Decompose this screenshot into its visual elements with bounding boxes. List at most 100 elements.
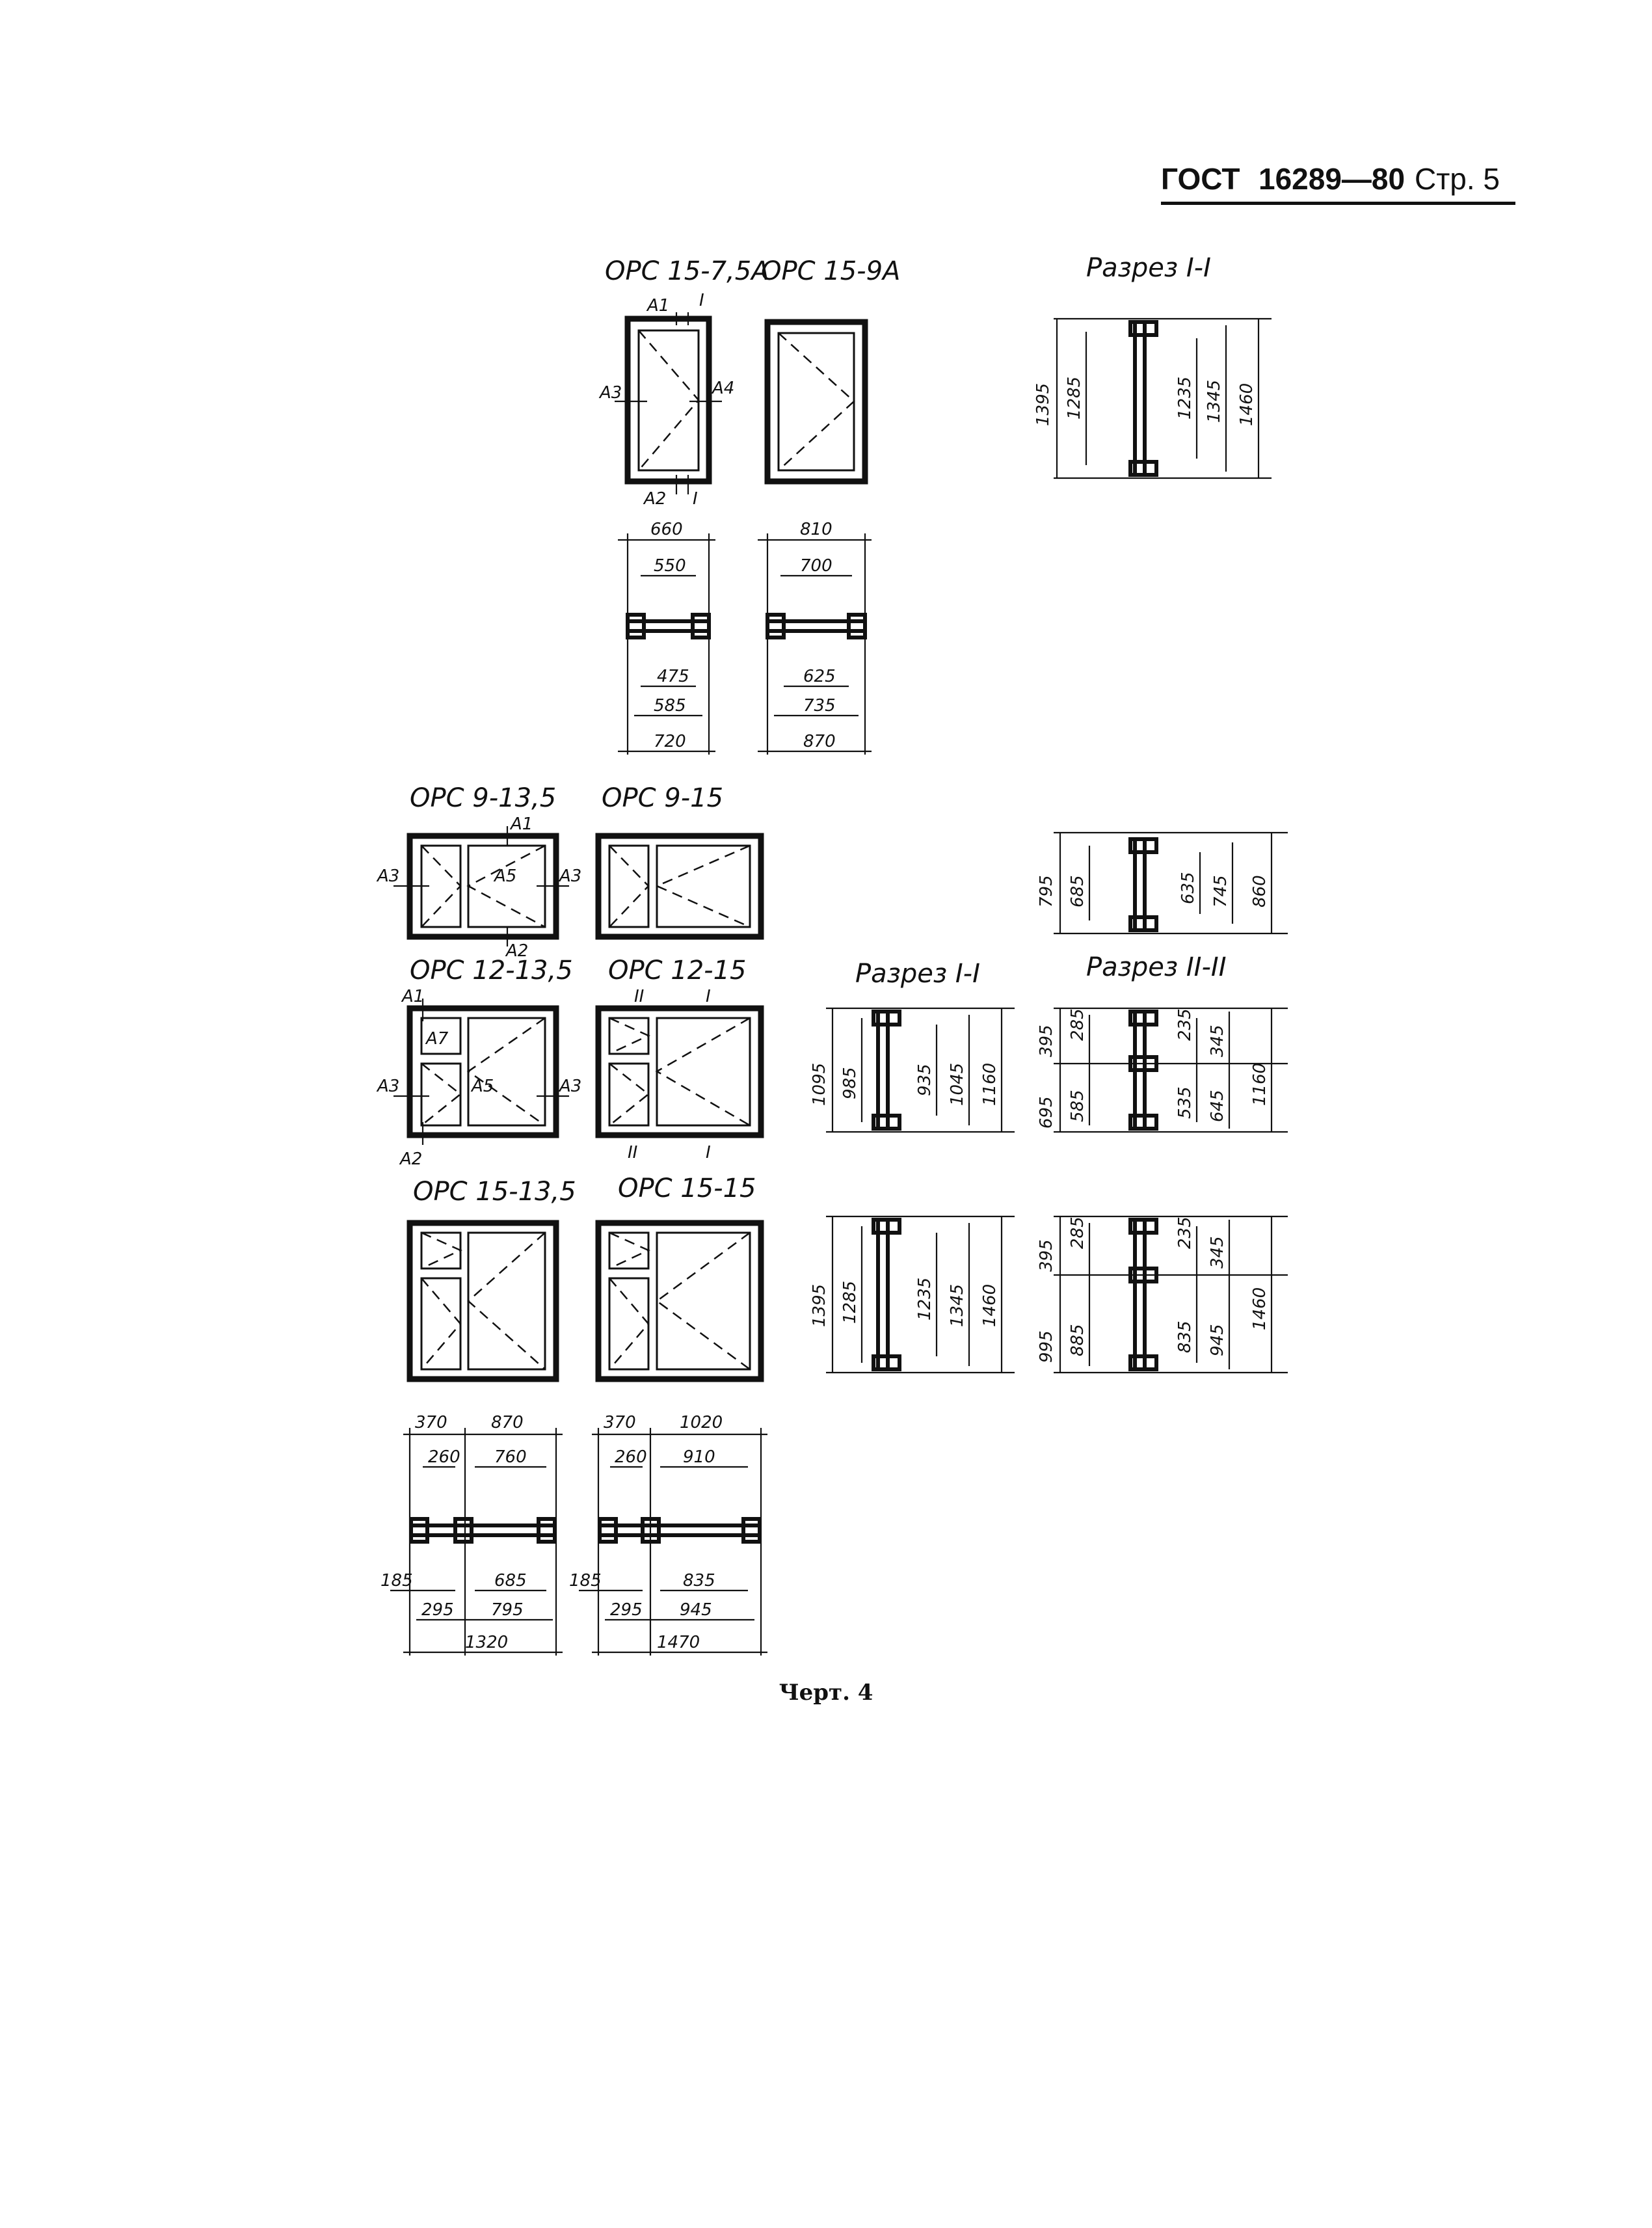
p4-dim-total: 1470 bbox=[657, 1633, 700, 1652]
label-ops-12-15: ОРС 12-15 bbox=[608, 956, 746, 986]
s5-dim-a: 1395 bbox=[810, 1284, 829, 1327]
s3-dim-d: 1045 bbox=[948, 1063, 967, 1106]
s4-dim-c: 235 bbox=[1175, 1008, 1195, 1041]
s6-dim-g: 885 bbox=[1068, 1324, 1087, 1356]
mark-a5-row2: А5 bbox=[493, 866, 516, 886]
s4-dim-h: 535 bbox=[1175, 1086, 1195, 1119]
p4-dim-t1: 370 bbox=[604, 1413, 636, 1432]
s4-dim-d: 345 bbox=[1208, 1025, 1227, 1057]
mark-a3-left-row3: А3 bbox=[376, 1077, 399, 1096]
label-ops-9-13-5: ОРС 9-13,5 bbox=[410, 783, 556, 813]
mark-a3-left-row2: А3 bbox=[376, 866, 399, 886]
s4-dim-b: 285 bbox=[1068, 1008, 1087, 1041]
label-section-2: Разрез I-I bbox=[855, 959, 980, 989]
window-ops-15-15 bbox=[595, 1220, 764, 1382]
page-header: ГОСТ 16289—80 Стр. 5 bbox=[1161, 156, 1515, 205]
s3-dim-a: 1095 bbox=[810, 1063, 829, 1106]
mark-a2-row2: А2 bbox=[505, 941, 528, 961]
s6-dim-b: 235 bbox=[1175, 1216, 1195, 1249]
s5-dim-c: 1235 bbox=[915, 1278, 935, 1321]
p3-dim-t2: 870 bbox=[491, 1413, 524, 1432]
s2-dim-c: 635 bbox=[1179, 872, 1198, 904]
s1-dim-b: 1285 bbox=[1065, 377, 1084, 420]
label-ops-15-15: ОРС 15-15 bbox=[618, 1174, 756, 1203]
window-ops-15-13-5 bbox=[406, 1220, 559, 1382]
p4-dim-left: 185 bbox=[569, 1571, 602, 1590]
p2-dim-b3: 870 bbox=[803, 732, 836, 751]
p3-dim-b3: 795 bbox=[491, 1600, 524, 1620]
p4-dim-b3: 945 bbox=[680, 1600, 712, 1620]
label-section-3: Разрез II-II bbox=[1086, 952, 1227, 982]
p1-dim-b1: 475 bbox=[657, 667, 689, 686]
plan-3-profile bbox=[390, 1428, 563, 1656]
section-1-profile bbox=[1054, 317, 1272, 479]
window-ops-12-15 bbox=[595, 1005, 764, 1138]
mark-a1: А1 bbox=[646, 296, 669, 315]
p3-dim-t1: 370 bbox=[415, 1413, 447, 1432]
mark-section-i-top: I bbox=[699, 291, 704, 310]
mark-section-ii-bottom: II bbox=[628, 1143, 637, 1162]
mark-a1-row3: А1 bbox=[401, 987, 424, 1006]
p1-dim-b2: 585 bbox=[654, 696, 686, 716]
s6-dim-d: 345 bbox=[1208, 1236, 1227, 1268]
s2-dim-b: 685 bbox=[1068, 875, 1087, 907]
p2-dim-b1: 625 bbox=[803, 667, 836, 686]
s1-dim-d: 1345 bbox=[1205, 380, 1224, 423]
s3-dim-c: 935 bbox=[915, 1064, 935, 1096]
mark-section-i-top-row3: I bbox=[706, 987, 711, 1006]
plan-2-profile bbox=[758, 533, 872, 755]
p2-dim-top: 810 bbox=[800, 520, 833, 539]
label-ops-15-7-5a: ОРС 15-7,5А bbox=[605, 256, 769, 286]
s5-dim-b: 1285 bbox=[840, 1281, 860, 1324]
s4-dim-e: 1160 bbox=[1250, 1063, 1270, 1106]
s6-dim-c: 395 bbox=[1037, 1239, 1056, 1272]
mark-a4: А4 bbox=[711, 379, 734, 398]
p4-dim-b1: 835 bbox=[683, 1571, 715, 1590]
p3-dim-i1: 260 bbox=[428, 1447, 460, 1467]
s2-dim-e: 860 bbox=[1250, 875, 1270, 907]
header-page: Стр. 5 bbox=[1415, 162, 1500, 196]
s2-dim-d: 745 bbox=[1211, 875, 1231, 907]
p4-dim-t2: 1020 bbox=[680, 1413, 723, 1432]
section-6-profile bbox=[1054, 1215, 1288, 1374]
s5-dim-e: 1460 bbox=[980, 1284, 1000, 1327]
window-ops-12-13-5 bbox=[393, 999, 569, 1145]
mark-a2: А2 bbox=[643, 489, 666, 509]
s6-dim-e: 1460 bbox=[1250, 1287, 1270, 1330]
s4-dim-f: 695 bbox=[1037, 1096, 1056, 1129]
mark-section-i-bottom-row3: I bbox=[706, 1143, 711, 1162]
s5-dim-d: 1345 bbox=[948, 1284, 967, 1327]
section-5-profile bbox=[826, 1215, 1015, 1374]
header-number: 16289—80 bbox=[1259, 162, 1406, 196]
s4-dim-i: 645 bbox=[1208, 1090, 1227, 1122]
s3-dim-e: 1160 bbox=[980, 1063, 1000, 1106]
p3-dim-i2: 760 bbox=[494, 1447, 527, 1467]
mark-a3-right-row2: А3 bbox=[558, 866, 581, 886]
s6-dim-f: 995 bbox=[1037, 1330, 1056, 1363]
mark-section-i-bottom: I bbox=[693, 489, 698, 509]
section-3-profile bbox=[826, 1007, 1015, 1133]
p1-dim-top: 660 bbox=[650, 520, 683, 539]
p3-dim-total: 1320 bbox=[465, 1633, 508, 1652]
label-ops-15-13-5: ОРС 15-13,5 bbox=[413, 1177, 576, 1207]
p2-dim-b2: 735 bbox=[803, 696, 836, 716]
p4-dim-i1: 260 bbox=[615, 1447, 647, 1467]
p3-dim-left: 185 bbox=[380, 1571, 413, 1590]
figure-caption: Черт. 4 bbox=[779, 1680, 873, 1706]
p3-dim-b2: 295 bbox=[421, 1600, 454, 1620]
p1-dim-b3: 720 bbox=[654, 732, 686, 751]
mark-section-ii-top: II bbox=[634, 987, 644, 1006]
window-ops-15-9a bbox=[764, 319, 868, 485]
s1-dim-e: 1460 bbox=[1237, 383, 1257, 426]
mark-a3: А3 bbox=[598, 383, 622, 403]
window-ops-15-7-5a bbox=[615, 312, 722, 494]
p4-dim-b2: 295 bbox=[610, 1600, 643, 1620]
window-ops-9-13-5 bbox=[393, 826, 569, 946]
label-section-1: Разрез I-I bbox=[1086, 253, 1211, 283]
s2-dim-a: 795 bbox=[1037, 875, 1056, 907]
p3-dim-b1: 685 bbox=[494, 1571, 527, 1590]
section-2-profile bbox=[1054, 831, 1288, 935]
p1-dim-inner: 550 bbox=[654, 556, 686, 576]
label-ops-9-15: ОРС 9-15 bbox=[602, 783, 723, 813]
